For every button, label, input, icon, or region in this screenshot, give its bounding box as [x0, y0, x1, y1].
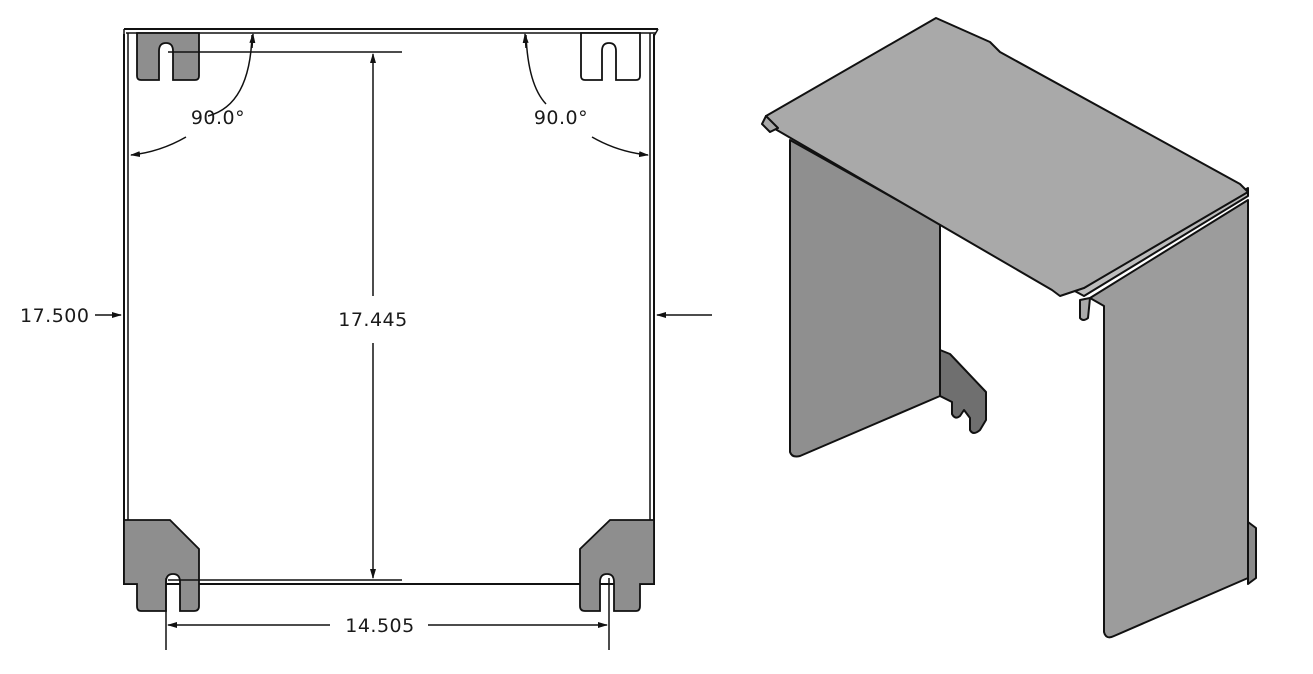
- bottom-left-tab: [123, 519, 200, 612]
- angle-arc-left-lower: [130, 136, 187, 158]
- iso-corner-notch-right: [1079, 297, 1091, 321]
- iso-left-wall: [789, 139, 941, 458]
- angle-arrow-left-top: [249, 33, 256, 49]
- angle-arc-left-upper: [207, 34, 253, 117]
- iso-right-wall: [1089, 199, 1249, 639]
- angle-arrow-right-top: [522, 33, 529, 49]
- angle-arc-right-lower: [591, 136, 649, 158]
- top-left-tab: [136, 32, 200, 81]
- angle-label-left: 90.0°: [191, 107, 245, 129]
- front-panel-outline: [123, 34, 655, 585]
- iso-corner-notch-left: [761, 115, 779, 133]
- iso-right-wall-edge-tab: [1247, 521, 1257, 585]
- flange-corner-right: [653, 28, 659, 37]
- isometric-view: [761, 17, 1257, 639]
- top-right-tab: [580, 32, 641, 81]
- height-dimension-label: 17.445: [338, 309, 407, 331]
- iso-top-panel: [765, 17, 1249, 297]
- iso-inner-tab: [939, 349, 987, 434]
- bottom-right-tab: [579, 519, 655, 612]
- width-dimension-label: 17.500: [20, 305, 89, 327]
- front-view: 17.445 17.500 14.505 90.0° 90.0°: [20, 28, 712, 650]
- angle-label-right: 90.0°: [534, 107, 588, 129]
- angle-arc-right-upper: [525, 34, 547, 105]
- slot-spacing-label: 14.505: [345, 615, 414, 637]
